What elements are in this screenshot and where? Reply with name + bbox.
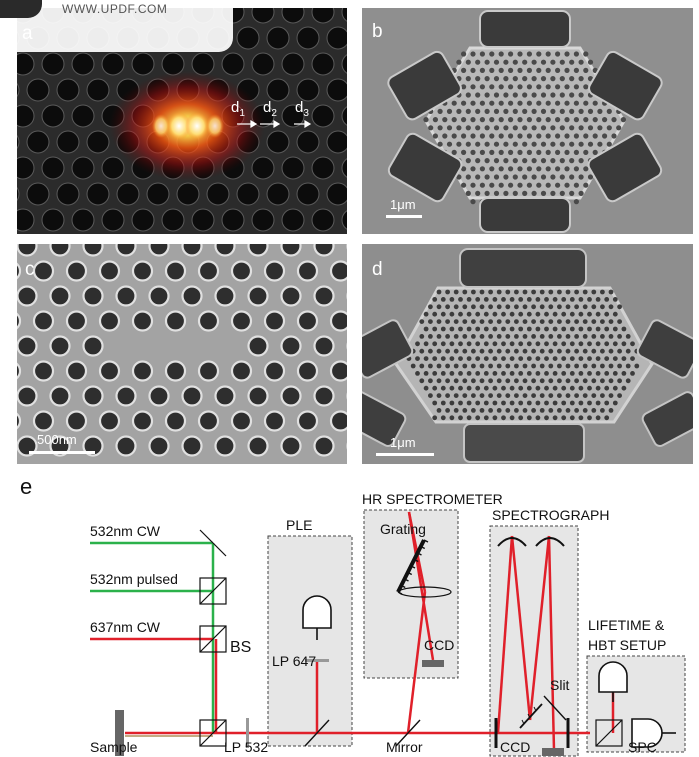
panel-b-image: [362, 8, 693, 234]
hr-spectrometer-box: [363, 509, 459, 679]
d3-label: d3: [295, 99, 309, 119]
hbt-detector-2-icon: [631, 718, 663, 748]
hr-mirror: [395, 719, 421, 747]
bs-label: BS: [230, 639, 251, 656]
source-532pulsed-label: 532nm pulsed: [90, 571, 178, 587]
turning-mirror: [199, 529, 227, 557]
panel-e-label: e: [20, 474, 32, 499]
hr-ccd-label: CCD: [424, 637, 454, 653]
lp647-filter: [305, 659, 329, 662]
panel-c-label: c: [25, 259, 35, 280]
panel-b-sem-top: b 1μm: [362, 8, 693, 234]
source-637cw-label: 637nm CW: [90, 619, 161, 635]
panel-a-image: [17, 8, 347, 232]
mirror-label: Mirror: [386, 739, 423, 755]
spc-label: SPC: [628, 739, 657, 755]
lp532-filter: [246, 718, 249, 748]
source-532cw-label: 532nm CW: [90, 523, 161, 539]
spectro-mirror-1: [497, 537, 527, 547]
updf-logo: [0, 0, 42, 18]
spectro-beam-3: [547, 535, 556, 751]
hbt-detector-1-icon: [598, 661, 628, 693]
sample-block: [115, 710, 124, 756]
spectro-beam-in: [496, 535, 514, 734]
ple-flip-mirror: [304, 719, 330, 747]
watermark-banner: WWW.UPDF.COM: [0, 0, 233, 52]
d1-label: d1: [231, 99, 245, 119]
panel-b-label: b: [372, 21, 383, 42]
ple-detector-icon: [302, 595, 332, 629]
grating-icon: [396, 539, 429, 595]
spectro-beam-2: [528, 535, 551, 721]
panel-c-image: [17, 244, 347, 464]
lifetime-title-line2: HBT SETUP: [588, 637, 666, 653]
sample-label: Sample: [90, 739, 138, 755]
spectrograph-box: [489, 525, 579, 757]
grating-label: Grating: [380, 521, 426, 537]
panel-c-scale-bar: [29, 451, 95, 454]
hr-spectrometer-title: HR SPECTROMETER: [362, 491, 503, 507]
ple-box: [267, 535, 353, 747]
spectro-ccd-label: CCD: [500, 739, 530, 755]
lp647-label: LP 647: [272, 653, 316, 669]
slit-label: Slit: [550, 677, 570, 693]
panel-d-scale-text: 1μm: [390, 435, 416, 450]
hr-ccd-block: [422, 660, 444, 667]
spectro-beam-1: [510, 535, 532, 721]
spectro-mirror-2: [535, 537, 565, 547]
lifetime-title-line1: LIFETIME &: [588, 617, 665, 633]
watermark-text: WWW.UPDF.COM: [62, 2, 168, 16]
bs-cube-hbt: [595, 719, 623, 747]
spectro-ccd-block: [542, 748, 564, 756]
bs-cube-1: [199, 577, 227, 605]
slit-mirror: [543, 695, 567, 721]
bs-cube-2: [199, 625, 227, 653]
ple-title: PLE: [286, 517, 312, 533]
panel-c-sem-closeup: c 500nm: [17, 244, 347, 464]
panel-b-scale-text: 1μm: [390, 197, 416, 212]
setup-diagram: e PLE HR SPECTROMETER SPECTROGRAPH LIFET…: [20, 474, 686, 757]
panel-d-label: d: [372, 259, 383, 280]
panel-b-scale-bar: [386, 215, 422, 218]
bs-cube-3: [199, 719, 227, 747]
panel-c-scale-text: 500nm: [37, 432, 77, 447]
spectrograph-title: SPECTROGRAPH: [492, 507, 609, 523]
hr-beam-up: [406, 591, 427, 734]
panel-d-sem-tilted: d 1μm: [362, 244, 693, 464]
d2-label: d2: [263, 99, 277, 119]
lp532-label: LP 532: [224, 739, 268, 755]
hr-lens: [398, 586, 452, 598]
panel-d-image: [362, 244, 693, 464]
hr-beam-to-ccd: [407, 511, 435, 661]
panel-d-scale-bar: [376, 453, 434, 456]
